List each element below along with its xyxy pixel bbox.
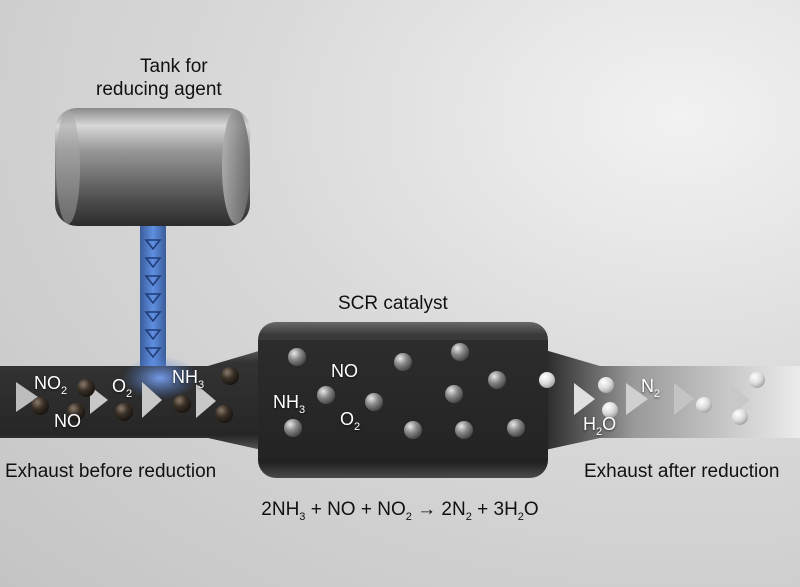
tank-label-line2: reducing agent [96,79,222,100]
tank-label-line1: Tank for [140,56,208,77]
outlet-pipe [545,350,800,450]
gas-label-o2-catalyst: O2 [340,409,361,433]
before-reduction-label: Exhaust before reduction [5,461,217,482]
gas-label-nh3-injected: NH3 [172,367,205,391]
gas-label-o2-inlet: O2 [112,376,133,400]
flow-arrows [16,382,750,418]
gas-label-n2-outlet: N2 [641,376,661,400]
injection-glow [122,356,198,400]
molecules-inlet [31,367,239,423]
molecules-outlet [539,372,765,425]
gas-label-no-inlet: NO [54,411,81,431]
reaction-equation: 2NH3 + NO + NO2 → 2N2 + 3H2O [261,499,539,523]
gas-label-no2-inlet: NO2 [34,373,68,397]
after-reduction-label: Exhaust after reduction [584,461,780,482]
molecules-catalyst [284,343,525,439]
catalyst-label: SCR catalyst [338,293,448,314]
gas-label-no-catalyst: NO [331,361,358,381]
feed-line [140,226,166,376]
gas-label-h2o-outlet: H2O [583,414,617,438]
gas-label-nh3-catalyst: NH3 [273,392,306,416]
reagent-tank [55,108,250,226]
